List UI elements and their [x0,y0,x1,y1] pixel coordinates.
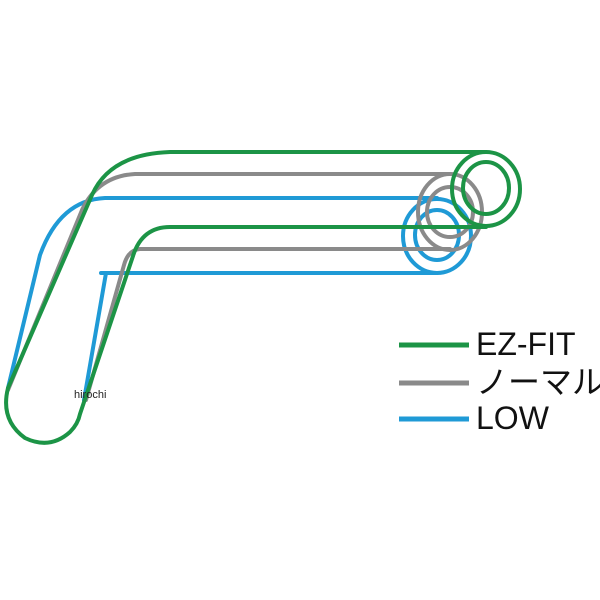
handlebar-ez-fit [4,150,522,445]
handlebar-normal [6,172,484,402]
legend-label-normal: ノーマル [476,364,600,400]
watermark: hirochi [74,389,107,401]
legend-label-ez-fit: EZ-FIT [476,326,576,362]
legend-label-low: LOW [476,400,549,436]
handlebar-low [6,196,473,402]
